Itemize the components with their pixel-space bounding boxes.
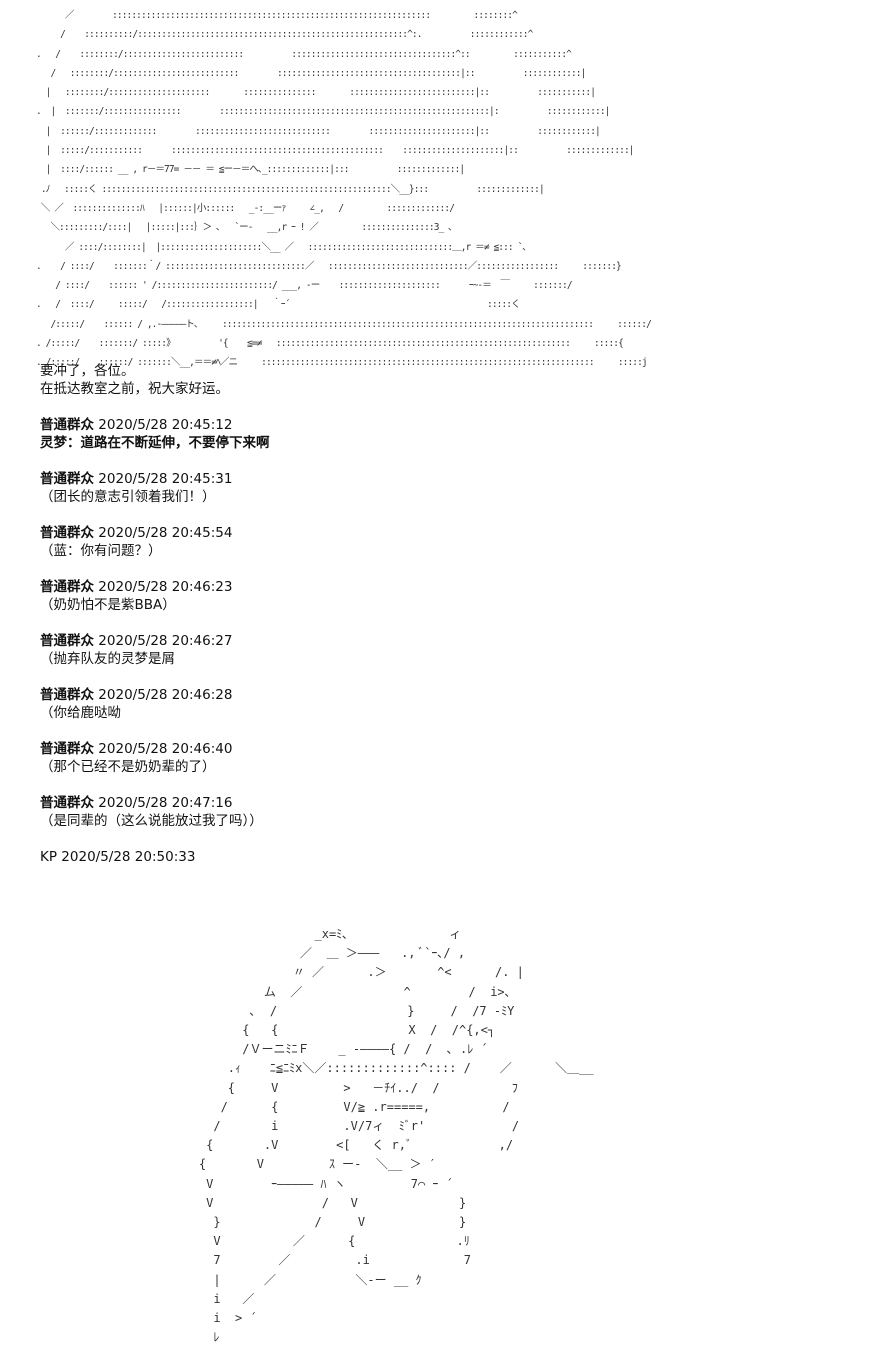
comment-time: 2020/5/28 20:45:54	[98, 525, 233, 541]
comment-author: 普通群众	[40, 795, 94, 811]
comment-time: 2020/5/28 20:46:27	[98, 633, 233, 649]
comment-header: 普通群众 2020/5/28 20:45:31	[40, 470, 270, 488]
kp-time: 2020/5/28 20:50:33	[61, 849, 196, 865]
comment-header: 普通群众 2020/5/28 20:46:23	[40, 578, 270, 596]
kp-header: KP 2020/5/28 20:50:33	[40, 848, 270, 866]
comment-item: 普通群众 2020/5/28 20:45:54 （蓝：你有问题？）	[40, 524, 270, 578]
comment-content: （那个已经不是奶奶辈的了）	[40, 759, 216, 775]
ascii-art-bottom: _x=ﾐ､ ィ ／ ＿ ＞――― ., ﾞ`ｰ､/ , 〃 ／ .＞ ^< /.…	[198, 927, 594, 1345]
comment-header: 普通群众 2020/5/28 20:46:27	[40, 632, 270, 650]
comment-item: 普通群众 2020/5/28 20:47:16 （是同辈的（这么说能放过我了吗）…	[40, 794, 270, 848]
comment-header: 普通群众 2020/5/28 20:47:16	[40, 794, 270, 812]
comment-time: 2020/5/28 20:46:23	[98, 579, 233, 595]
comment-time: 2020/5/28 20:45:12	[98, 417, 233, 433]
kp-item: KP 2020/5/28 20:50:33	[40, 848, 270, 866]
kp-author: KP	[40, 849, 57, 865]
comment-item: 普通群众 2020/5/28 20:46:28 （你给鹿哒呦	[40, 686, 270, 740]
comment-item: 普通群众 2020/5/28 20:45:12 灵梦：道路在不断延伸，不要停下来…	[40, 416, 270, 470]
comment-author: 普通群众	[40, 741, 94, 757]
comment-content: （你给鹿哒呦	[40, 705, 121, 721]
comment-author: 普通群众	[40, 471, 94, 487]
ascii-art-top: ／ ::::::::::::::::::::::::::::::::::::::…	[36, 10, 652, 369]
comment-author: 普通群众	[40, 525, 94, 541]
comment-header: 普通群众 2020/5/28 20:46:40	[40, 740, 270, 758]
comment-time: 2020/5/28 20:46:40	[98, 741, 233, 757]
comment-time: 2020/5/28 20:45:31	[98, 471, 233, 487]
comment-content: （团长的意志引领着我们！）	[40, 489, 216, 505]
comment-item: 普通群众 2020/5/28 20:46:27 （抛弃队友的灵梦是屑	[40, 632, 270, 686]
comment-content: 灵梦：道路在不断延伸，不要停下来啊	[40, 435, 270, 451]
post-intro-line-1: 要冲了，各位。	[40, 363, 135, 379]
comment-header: 普通群众 2020/5/28 20:46:28	[40, 686, 270, 704]
comment-time: 2020/5/28 20:46:28	[98, 687, 233, 703]
comment-content: （奶奶怕不是紫BBA）	[40, 597, 176, 613]
comment-author: 普通群众	[40, 687, 94, 703]
comment-author: 普通群众	[40, 579, 94, 595]
comment-content: （蓝：你有问题？）	[40, 543, 162, 559]
comment-author: 普通群众	[40, 417, 94, 433]
comment-item: 普通群众 2020/5/28 20:45:31 （团长的意志引领着我们！）	[40, 470, 270, 524]
comment-header: 普通群众 2020/5/28 20:45:54	[40, 524, 270, 542]
comment-author: 普通群众	[40, 633, 94, 649]
comment-item: 普通群众 2020/5/28 20:46:40 （那个已经不是奶奶辈的了）	[40, 740, 270, 794]
comment-content: （是同辈的（这么说能放过我了吗））	[40, 813, 263, 829]
post-intro-line-2: 在抵达教室之前，祝大家好运。	[40, 381, 229, 397]
comment-content: （抛弃队友的灵梦是屑	[40, 651, 175, 667]
comment-list: 普通群众 2020/5/28 20:45:12 灵梦：道路在不断延伸，不要停下来…	[40, 416, 270, 866]
comment-header: 普通群众 2020/5/28 20:45:12	[40, 416, 270, 434]
comment-time: 2020/5/28 20:47:16	[98, 795, 233, 811]
post-intro: 要冲了，各位。 在抵达教室之前，祝大家好运。	[40, 362, 229, 398]
comment-item: 普通群众 2020/5/28 20:46:23 （奶奶怕不是紫BBA）	[40, 578, 270, 632]
